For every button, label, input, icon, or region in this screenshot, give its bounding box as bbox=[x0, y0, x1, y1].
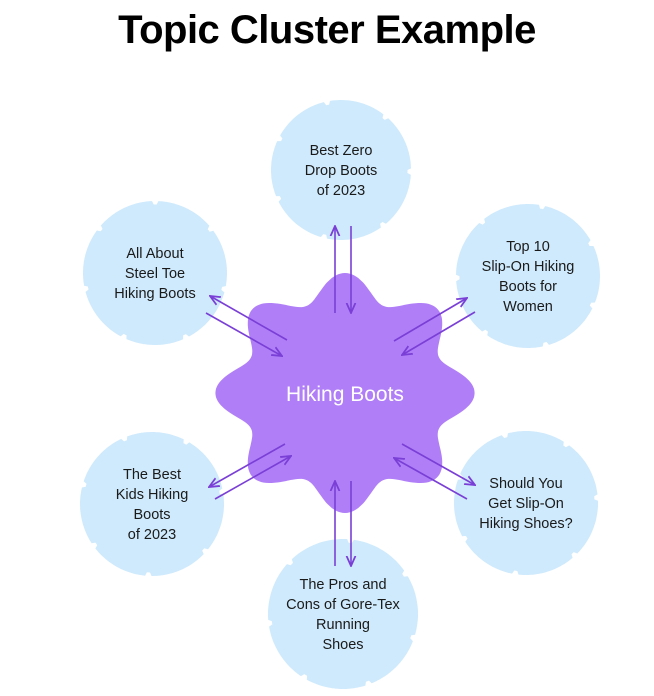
topic-label-line: Hiking Boots bbox=[114, 286, 195, 302]
hub-group: Hiking Boots bbox=[215, 273, 475, 513]
topic-label-line: Shoes bbox=[322, 637, 363, 653]
topic-circles bbox=[80, 100, 600, 689]
topic-circle-upper-right bbox=[456, 204, 600, 348]
arrow-to-lower-right bbox=[401, 443, 475, 485]
topic-label-line: Running bbox=[316, 617, 370, 633]
arrow-from-upper-left bbox=[205, 312, 282, 356]
page-title: Topic Cluster Example bbox=[118, 8, 536, 52]
arrow-from-lower-left bbox=[214, 456, 291, 500]
arrow-to-upper-left bbox=[210, 296, 288, 341]
arrow-from-upper-right bbox=[402, 311, 476, 355]
arrow-from-lower-right bbox=[394, 458, 468, 500]
topic-label-line: Top 10 bbox=[506, 239, 550, 255]
topic-label-line: Women bbox=[503, 299, 553, 315]
hub-shape bbox=[215, 273, 475, 513]
topic-label-line: Kids Hiking bbox=[116, 487, 189, 503]
topic-label-line: Slip-On Hiking bbox=[482, 259, 575, 275]
topic-label-line: Boots for bbox=[499, 279, 557, 295]
topic-circle-top bbox=[271, 100, 411, 240]
topic-label-line: All About bbox=[126, 246, 183, 262]
topic-label-line: The Best bbox=[123, 467, 181, 483]
topic-label-line: Should You bbox=[489, 476, 562, 492]
topic-label-line: Steel Toe bbox=[125, 266, 185, 282]
topic-circle-lower-left bbox=[80, 432, 224, 576]
topic-label-line: of 2023 bbox=[128, 527, 176, 543]
topic-label-line: Get Slip-On bbox=[488, 496, 564, 512]
topic-label-line: of 2023 bbox=[317, 183, 365, 199]
topic-label-line: The Pros and bbox=[299, 577, 386, 593]
topic-circle-bottom bbox=[268, 539, 418, 689]
topic-label-line: Boots bbox=[133, 507, 170, 523]
arrow-to-upper-right bbox=[393, 298, 467, 342]
topic-circle-upper-left bbox=[83, 201, 227, 345]
hub-label: Hiking Boots bbox=[286, 383, 404, 406]
topic-label-line: Cons of Gore-Tex bbox=[286, 597, 400, 613]
topic-label-line: Best Zero bbox=[310, 143, 373, 159]
topic-label-line: Drop Boots bbox=[305, 163, 378, 179]
connector-arrows bbox=[205, 226, 476, 566]
arrow-to-lower-left bbox=[209, 443, 286, 487]
topic-label-line: Hiking Shoes? bbox=[479, 516, 573, 532]
topic-circle-lower-right bbox=[454, 431, 598, 575]
